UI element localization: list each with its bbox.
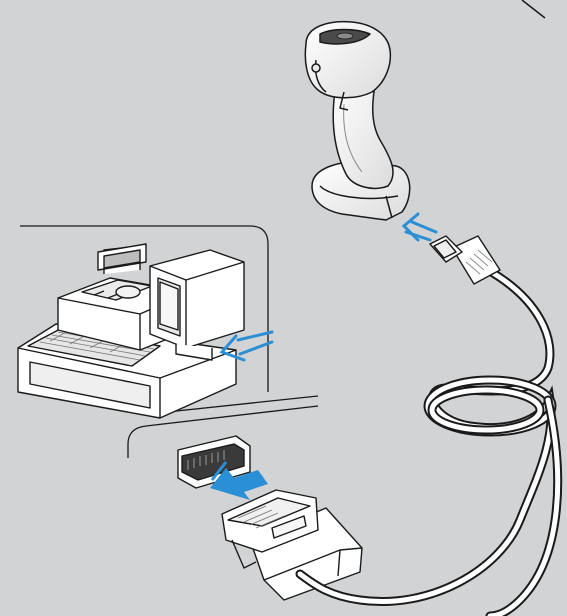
scanner-connection-diagram <box>0 0 567 616</box>
diagram-canvas <box>0 0 567 616</box>
